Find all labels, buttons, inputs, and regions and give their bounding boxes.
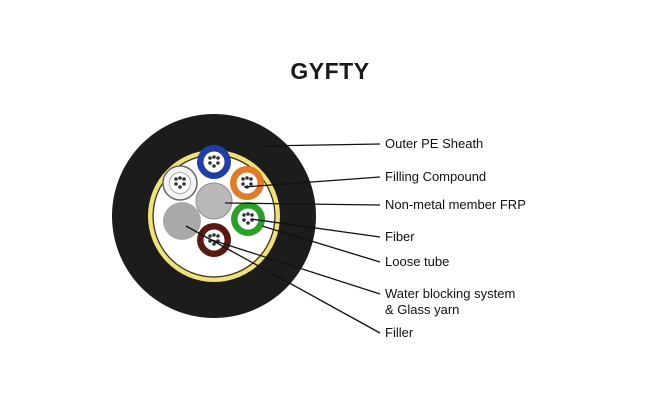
- loose-tube-orange: [230, 166, 264, 200]
- label-filler: Filler: [385, 325, 414, 340]
- label-loose-tube: Loose tube: [385, 254, 450, 269]
- label-filling-compound: Filling Compound: [385, 169, 487, 184]
- loose-tube-blue: [197, 145, 231, 179]
- leader-frp: [224, 202, 381, 206]
- leader-water-blocking: [211, 239, 381, 295]
- loose-tube-white: [162, 165, 198, 201]
- leader-lines: [185, 143, 381, 334]
- frp-center: [195, 182, 233, 220]
- label-water-blocking-line2: & Glass yarn: [385, 302, 460, 317]
- label-fiber: Fiber: [385, 229, 415, 244]
- label-frp: Non-metal member FRP: [385, 197, 526, 212]
- diagram-title: GYFTY: [290, 58, 370, 84]
- leader-outer-sheath: [261, 143, 381, 147]
- leader-filler: [185, 225, 381, 334]
- leader-filling-compound: [243, 176, 381, 188]
- leader-fiber: [250, 218, 381, 238]
- filler: [163, 202, 201, 240]
- label-water-blocking-line1: Water blocking system: [385, 286, 516, 301]
- leader-loose-tube: [261, 225, 381, 263]
- label-outer-sheath: Outer PE Sheath: [385, 136, 484, 151]
- loose-tube-green: [231, 202, 265, 236]
